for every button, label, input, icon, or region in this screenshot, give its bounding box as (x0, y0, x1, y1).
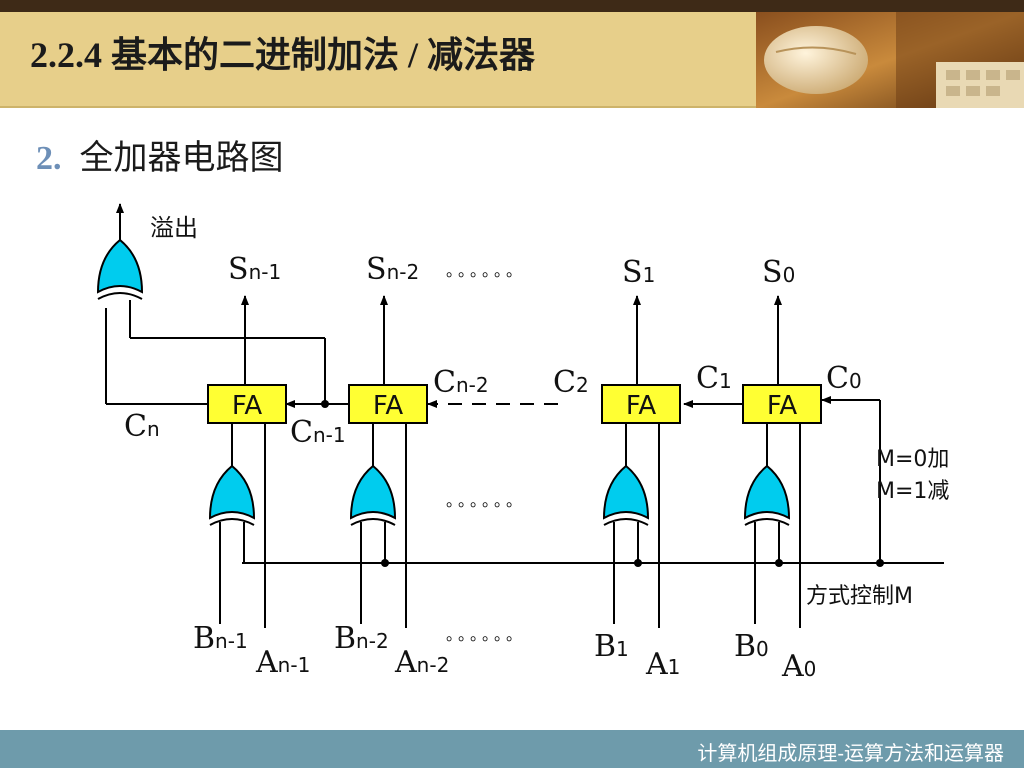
sum-label-1: Sn-2 (366, 252, 419, 287)
subheading-number: 2. (36, 140, 62, 177)
subheading-text: 全加器电路图 (79, 140, 284, 177)
full-adder-label-3: FA (767, 391, 798, 421)
footer-bar: 计算机组成原理-运算方法和运算器 (0, 730, 1024, 768)
overflow-label: 溢出 (150, 214, 198, 242)
carry-label-cn2: Cn-2 (433, 365, 489, 400)
xor-gate-2-arc (603, 518, 649, 526)
ellipsis-dots-1: 。。。。。。 (446, 491, 526, 510)
carry-label-c2: C2 (553, 365, 589, 400)
carry-label-cn1: Cn-1 (290, 415, 346, 450)
footer-text: 计算机组成原理-运算方法和运算器 (697, 743, 1004, 765)
a-input-label-2: A1 (645, 647, 680, 682)
xor-gate-1-arc (350, 518, 396, 526)
a-input-label-0: An-1 (255, 645, 310, 680)
overflow-xor-gate-arc (97, 292, 143, 300)
xor-gate-2 (602, 464, 650, 520)
mode-sub-label: M=1减 (876, 479, 949, 504)
a-input-label-3: A0 (781, 649, 816, 684)
xor-gate-1 (349, 464, 397, 520)
carry-label-c1: C1 (696, 361, 732, 396)
b-input-label-1: Bn-2 (334, 621, 389, 656)
full-adder-box-2 (601, 384, 681, 424)
bus-junction-dot-2 (634, 559, 642, 567)
bus-junction-dot-3 (775, 559, 783, 567)
full-adder-label-2: FA (626, 391, 657, 421)
subheading: 2. 全加器电路图 (36, 130, 284, 179)
overflow-xor-gate (96, 238, 144, 294)
b-input-label-3: B0 (734, 629, 769, 664)
sum-label-3: S0 (762, 255, 795, 290)
xor-gate-0-arc (209, 518, 255, 526)
mode-c0-junction-dot (876, 559, 884, 567)
bus-junction-dot-1 (381, 559, 389, 567)
full-adder-box-1 (348, 384, 428, 424)
b-input-label-2: B1 (594, 629, 629, 664)
full-adder-label-1: FA (373, 391, 404, 421)
page-title: 2.2.4 基本的二进制加法 / 减法器 (30, 35, 536, 75)
mode-add-label: M=0加 (876, 447, 949, 472)
carry-label-cn: Cn (124, 409, 160, 444)
sum-label-2: S1 (622, 255, 655, 290)
full-adder-box-3 (742, 384, 822, 424)
a-input-label-1: An-2 (394, 645, 449, 680)
b-input-label-0: Bn-1 (193, 621, 248, 656)
keyboard-icon (936, 62, 1024, 108)
top-bar (0, 0, 1024, 12)
header-banner-image (756, 12, 1024, 108)
sum-label-0: Sn-1 (228, 252, 281, 287)
carry-label-c0: C0 (826, 361, 862, 396)
ellipsis-dots-0: 。。。。。。 (446, 261, 526, 280)
xor-gate-0 (208, 464, 256, 520)
cn1-junction-dot (321, 400, 329, 408)
ellipsis-dots-2: 。。。。。。 (446, 625, 526, 644)
mode-control-label: 方式控制M (806, 584, 913, 609)
xor-gate-3-arc (744, 518, 790, 526)
mouse-icon (764, 26, 868, 94)
xor-gate-3 (743, 464, 791, 520)
full-adder-box-0 (207, 384, 287, 424)
full-adder-label-0: FA (232, 391, 263, 421)
